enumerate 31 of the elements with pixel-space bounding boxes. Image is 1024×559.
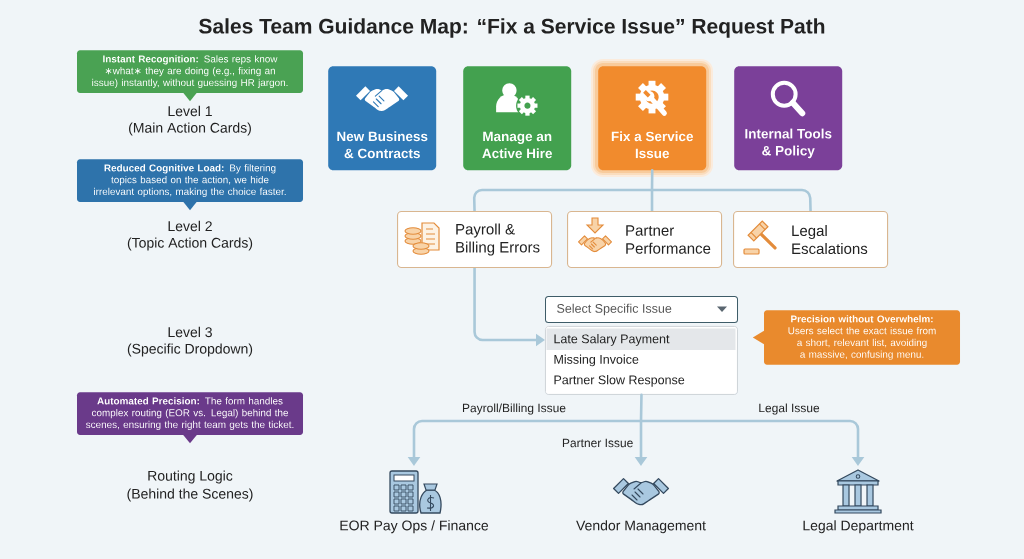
connector-line xyxy=(650,190,654,211)
action-card: New Business & Contracts xyxy=(328,66,437,171)
dropdown-list: Late Salary Payment Missing Invoice Partner Slow Response xyxy=(545,326,738,395)
callout-bubble: Precision without Overwhelm: Users select the exact issue from a short, relevant list, avoiding a massive, confusing menu. xyxy=(752,310,960,365)
select-field: Select Specific Issue xyxy=(545,296,738,323)
edge-label: Partner Issue xyxy=(560,437,635,449)
level-label: Routing Logic xyxy=(148,470,233,484)
team-label: Legal Department xyxy=(803,520,914,534)
connector-line xyxy=(650,169,654,192)
callout-bubble: Instant Recognition: Sales reps know ∗what∗ they are doing (e.g., fixing an issue) instantly, without guessing HR jargon. xyxy=(77,50,303,102)
level-label: Level 3 xyxy=(168,326,212,338)
level-label: (Topic Action Cards) xyxy=(127,237,253,251)
topic-card: Payroll & Billing Errors xyxy=(397,211,553,269)
level-label: (Specific Dropdown) xyxy=(127,343,253,357)
action-card: Fix a Service Issue xyxy=(598,66,707,171)
callout-bubble: Automated Precision: The form handles complex routing (EOR vs. Legal) behind the scenes, ensuring the right team gets the ticket. xyxy=(77,392,303,444)
level-label: (Behind the Scenes) xyxy=(127,488,253,502)
connector-line xyxy=(652,188,812,212)
title: Sales Team Guidance Map: “Fix a Service Issue” Request Path xyxy=(199,18,825,38)
team-label: Vendor Management xyxy=(576,520,706,534)
arrow xyxy=(641,419,865,466)
level-label: (Main Action Cards) xyxy=(129,122,251,136)
connector-line xyxy=(472,188,652,212)
action-card: Internal Tools & Policy xyxy=(734,66,843,171)
connector-line xyxy=(639,393,643,423)
callout-bubble: Reduced Cognitive Load: By filtering topics based on the action, we hide irrelevant options, making the choice faster. xyxy=(77,159,303,211)
level-label: Level 2 xyxy=(168,220,212,232)
team-label: EOR Pay Ops / Finance xyxy=(340,520,489,534)
topic-card: Legal Escalations xyxy=(733,211,889,269)
topic-card: Partner Performance xyxy=(567,211,723,269)
action-card: Manage an Active Hire xyxy=(463,66,572,171)
